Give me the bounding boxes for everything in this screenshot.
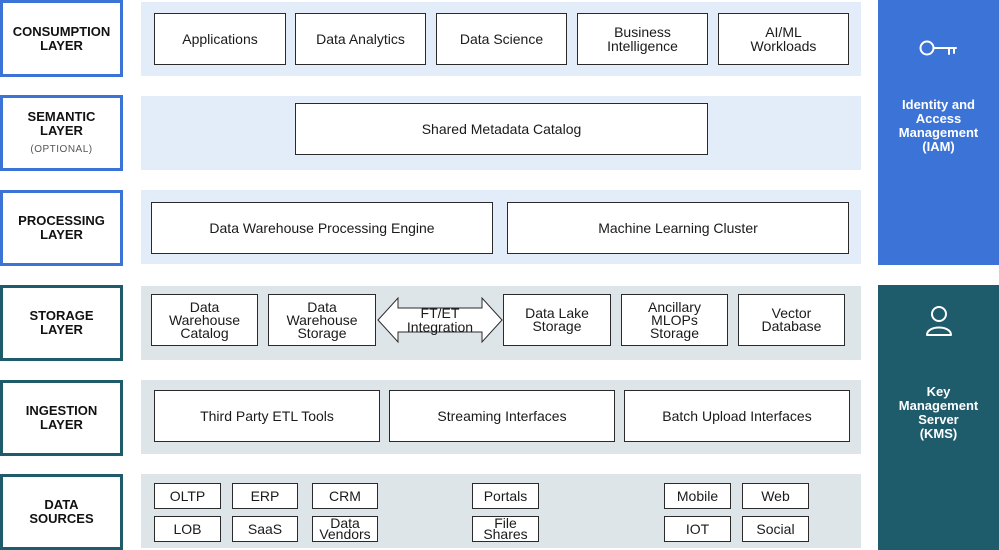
consumption-layer-title: CONSUMPTION LAYER <box>12 23 111 53</box>
kms-label: Key Management Server (KMS) <box>898 384 979 441</box>
ingestion-layer-title: INGESTION LAYER <box>25 403 98 432</box>
third-party-etl-box: Third Party ETL Tools <box>154 390 380 442</box>
storage-layer-title: STORAGE LAYER <box>29 308 94 337</box>
batch-upload-interfaces-box: Batch Upload Interfaces <box>624 390 850 442</box>
ai-ml-workloads-box: AI/ML Workloads <box>718 13 849 65</box>
data-analytics-box: Data Analytics <box>295 13 426 65</box>
dw-processing-engine-box: Data Warehouse Processing Engine <box>151 202 493 254</box>
semantic-layer-label: SEMANTIC LAYER (OPTIONAL) <box>0 95 123 171</box>
crm-box: CRM <box>312 483 378 509</box>
iam-label: Identity and Access Management (IAM) <box>898 97 979 154</box>
file-shares-box: File Shares <box>472 516 539 542</box>
storage-layer-label: STORAGE LAYER <box>0 285 123 361</box>
lob-box: LOB <box>154 516 221 542</box>
iot-box: IOT <box>664 516 731 542</box>
portals-box: Portals <box>472 483 539 509</box>
ft-et-integration-label: FT/ET Integration <box>406 305 474 335</box>
saas-box: SaaS <box>232 516 298 542</box>
processing-layer-title: PROCESSING LAYER <box>18 213 105 242</box>
data-lake-storage-box: Data Lake Storage <box>503 294 611 346</box>
user-icon <box>925 306 952 336</box>
processing-layer-label: PROCESSING LAYER <box>0 190 123 266</box>
web-box: Web <box>742 483 809 509</box>
vector-database-box: Vector Database <box>738 294 845 346</box>
erp-box: ERP <box>232 483 298 509</box>
applications-box: Applications <box>154 13 286 65</box>
data-sources-title: DATA SOURCES <box>29 497 94 526</box>
kms-panel: Key Management Server (KMS) <box>878 285 999 550</box>
semantic-layer-title: SEMANTIC LAYER <box>27 108 96 138</box>
data-science-box: Data Science <box>436 13 567 65</box>
consumption-layer-label: CONSUMPTION LAYER <box>0 0 123 77</box>
key-icon <box>919 40 957 56</box>
ft-et-integration-arrow-icon <box>377 296 503 344</box>
ancillary-mlops-storage-box: Ancillary MLOPs Storage <box>621 294 728 346</box>
data-sources-label: DATA SOURCES <box>0 474 123 550</box>
ingestion-layer-label: INGESTION LAYER <box>0 380 123 456</box>
dw-catalog-box: Data Warehouse Catalog <box>151 294 258 346</box>
business-intelligence-box: Business Intelligence <box>577 13 708 65</box>
ml-cluster-box: Machine Learning Cluster <box>507 202 849 254</box>
oltp-box: OLTP <box>154 483 221 509</box>
iam-panel: Identity and Access Management (IAM) <box>878 0 999 265</box>
streaming-interfaces-box: Streaming Interfaces <box>389 390 615 442</box>
shared-metadata-catalog-box: Shared Metadata Catalog <box>295 103 708 155</box>
dw-storage-box: Data Warehouse Storage <box>268 294 376 346</box>
semantic-layer-optional: (OPTIONAL) <box>30 143 93 155</box>
data-vendors-box: Data Vendors <box>312 516 378 542</box>
social-box: Social <box>742 516 809 542</box>
mobile-box: Mobile <box>664 483 731 509</box>
